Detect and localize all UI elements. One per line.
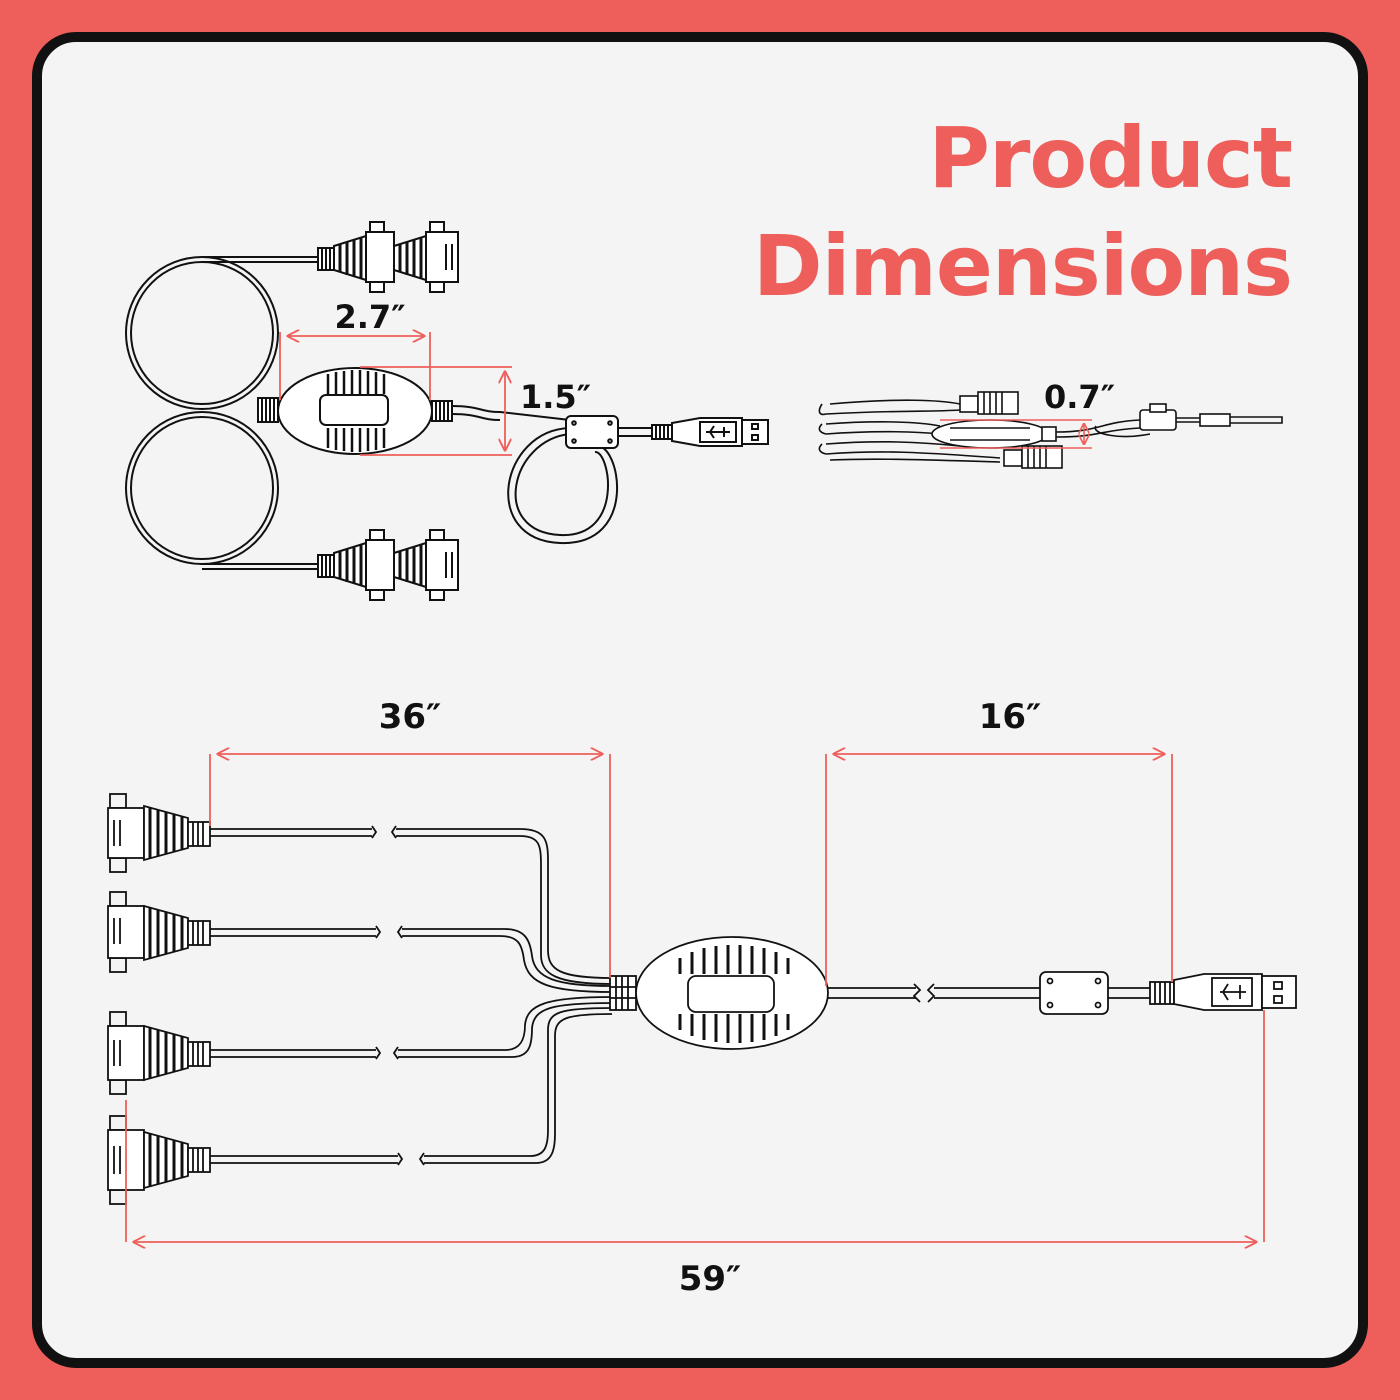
usb-cable-length-label: 16″ [979, 697, 1042, 737]
title-line-2: Dimensions [752, 217, 1293, 315]
title-line-1: Product [928, 109, 1293, 207]
top-view-illustration [125, 221, 769, 601]
full-length-illustration [107, 793, 1297, 1205]
hub-height-label: 1.5″ [520, 378, 591, 416]
db9-connector-4 [107, 1115, 211, 1205]
product-dimensions-card [32, 32, 1368, 1368]
hub-length-label: 2.7″ [335, 298, 406, 336]
serial-cable-length-label: 36″ [379, 697, 442, 737]
usb-plug-top-view [565, 415, 769, 449]
hub-main [609, 936, 829, 1050]
db9-connector-top [317, 221, 459, 293]
db9-connector-2 [107, 891, 211, 973]
hub-thickness-label: 0.7″ [1044, 378, 1115, 416]
total-length-label: 59″ [679, 1259, 742, 1299]
length-dimension-lines [125, 754, 1265, 1242]
db9-connector-bottom [317, 529, 459, 601]
side-view-illustration [818, 391, 1283, 469]
db9-connector-3 [107, 1011, 211, 1095]
thickness-dimension-lines [940, 419, 1092, 449]
db9-connector-1 [107, 793, 211, 873]
hub-dimension-lines [279, 332, 512, 456]
page-title: Product Dimensions [592, 104, 1293, 320]
hub-top-view [257, 367, 453, 455]
usb-plug-main [1039, 971, 1297, 1015]
